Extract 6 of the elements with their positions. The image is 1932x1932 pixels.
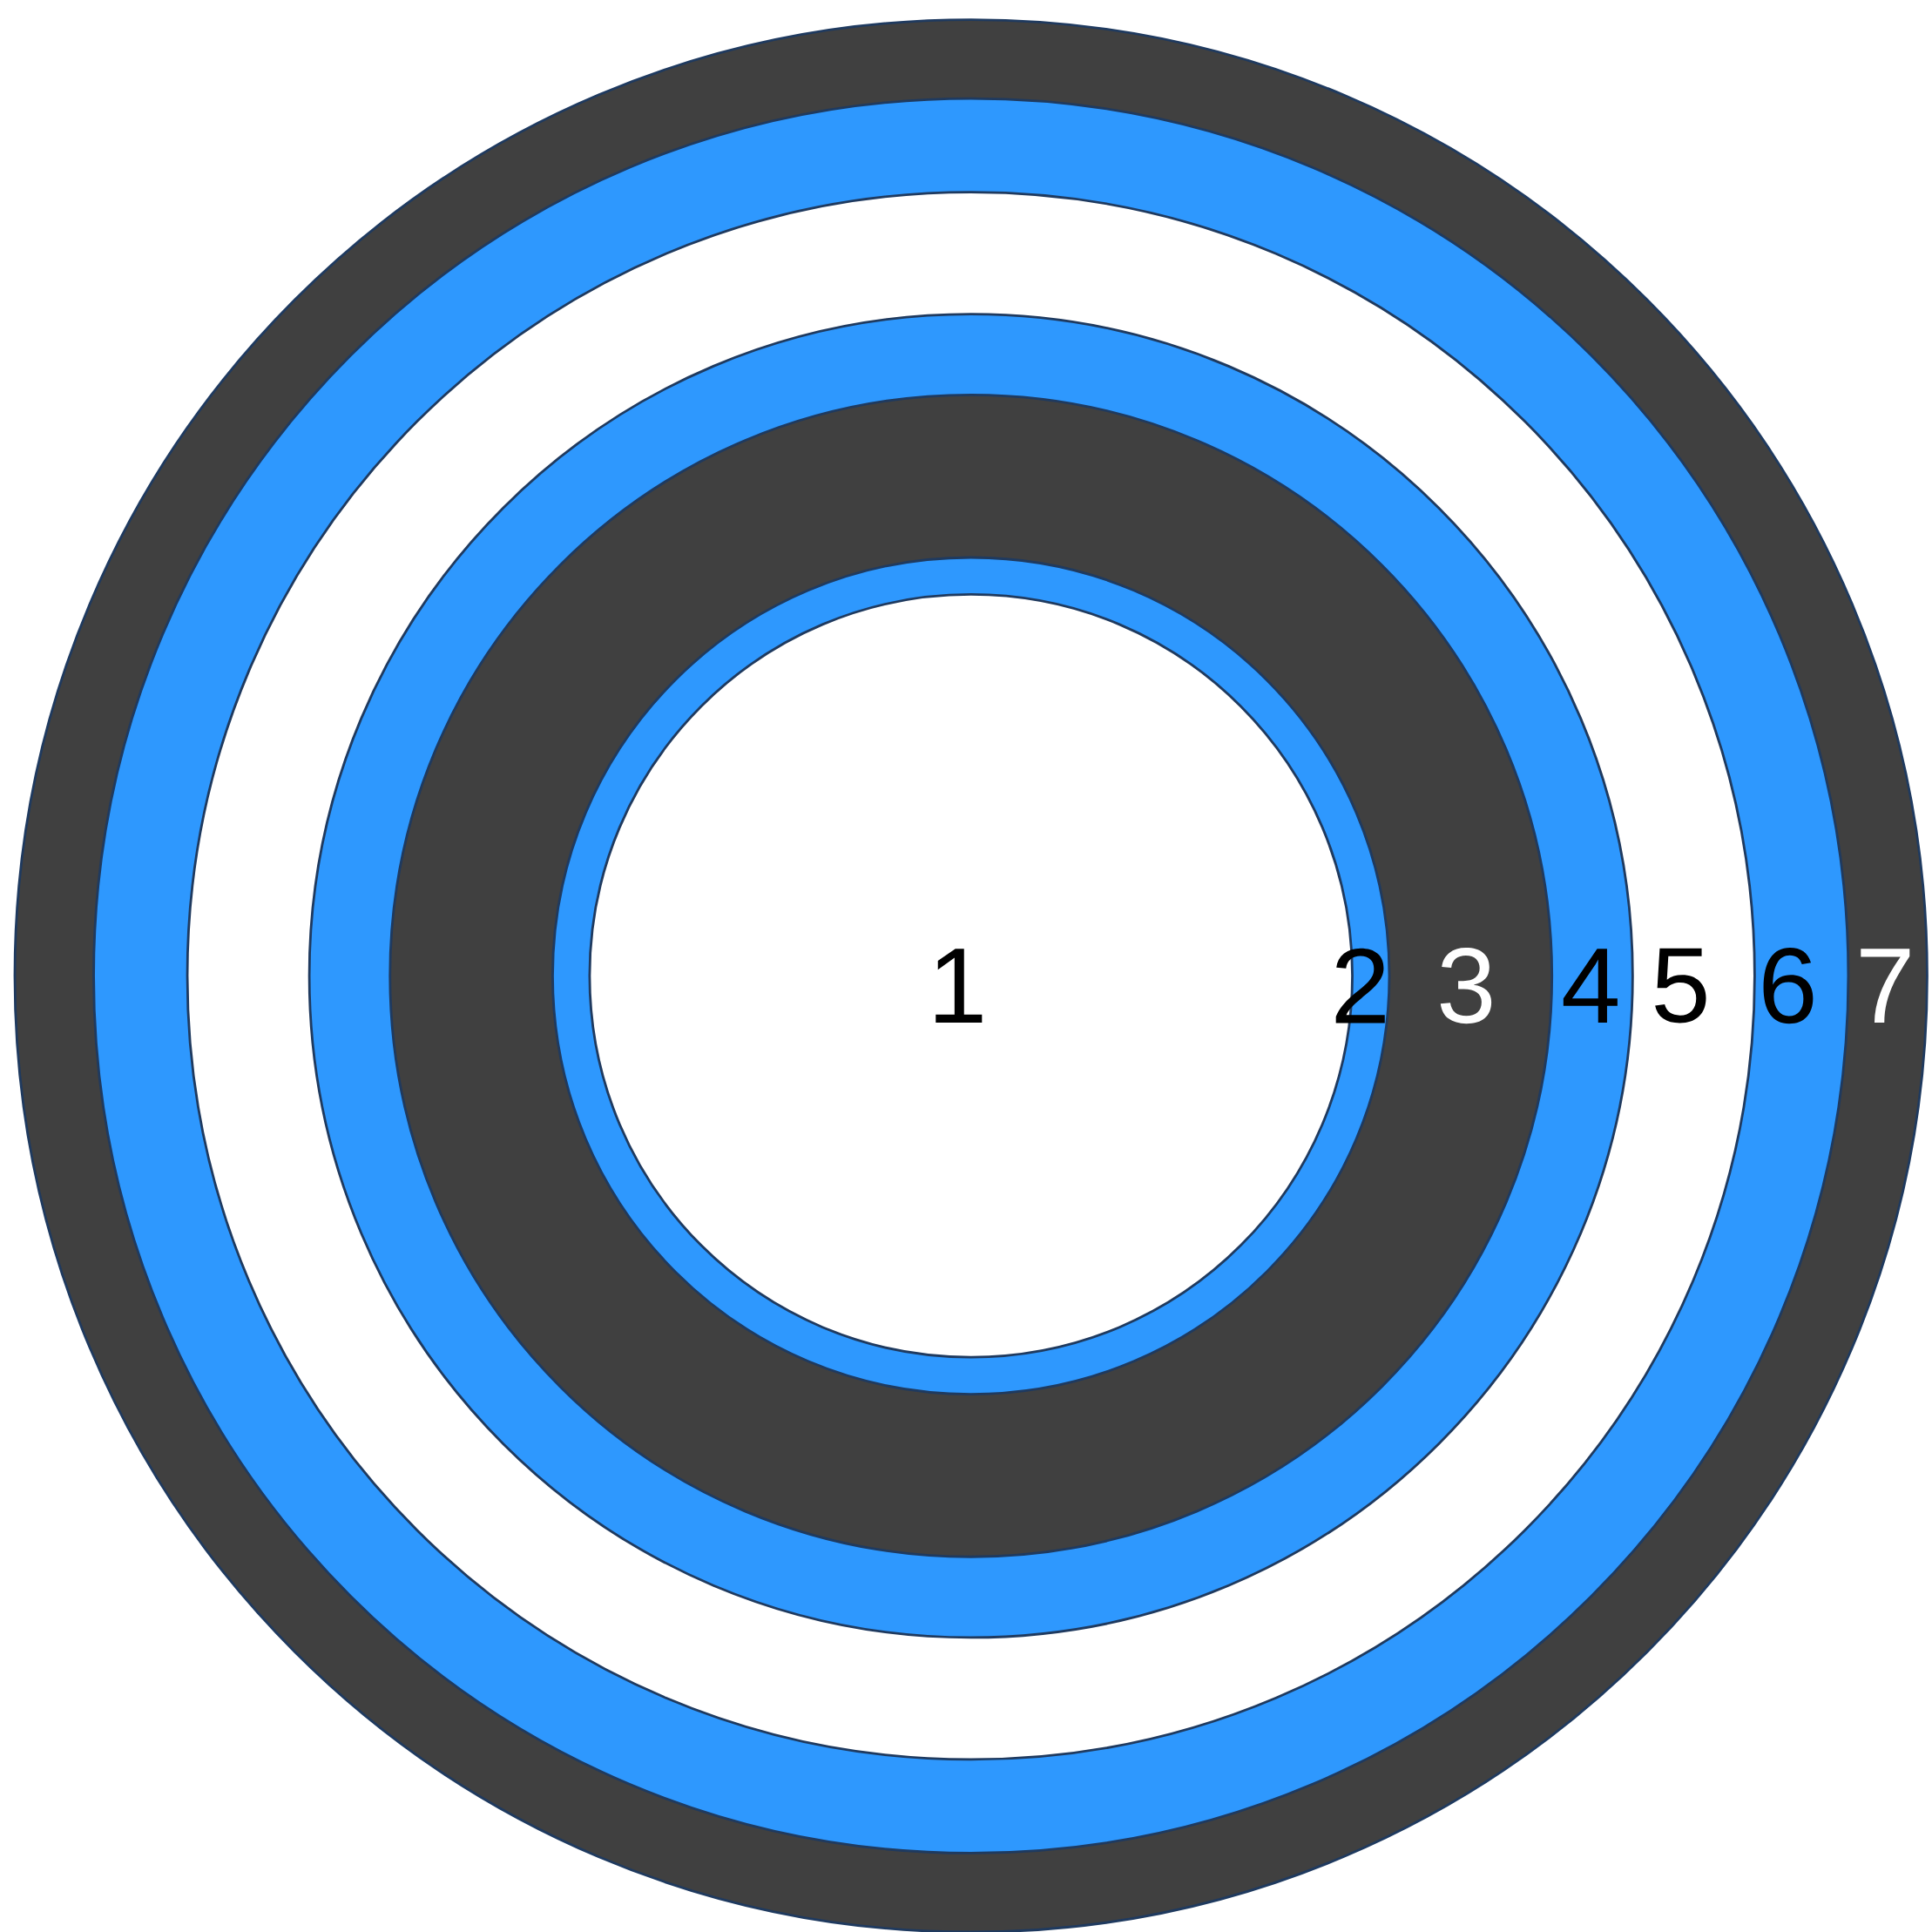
ring-number: 1 <box>936 949 983 1023</box>
ring-number: 3 <box>1440 948 1492 1024</box>
ring-number: 4 <box>1563 949 1618 1023</box>
ring-number: 7 <box>1861 949 1910 1023</box>
ring-number: 6 <box>1763 948 1814 1024</box>
ring-number: 5 <box>1655 948 1706 1023</box>
